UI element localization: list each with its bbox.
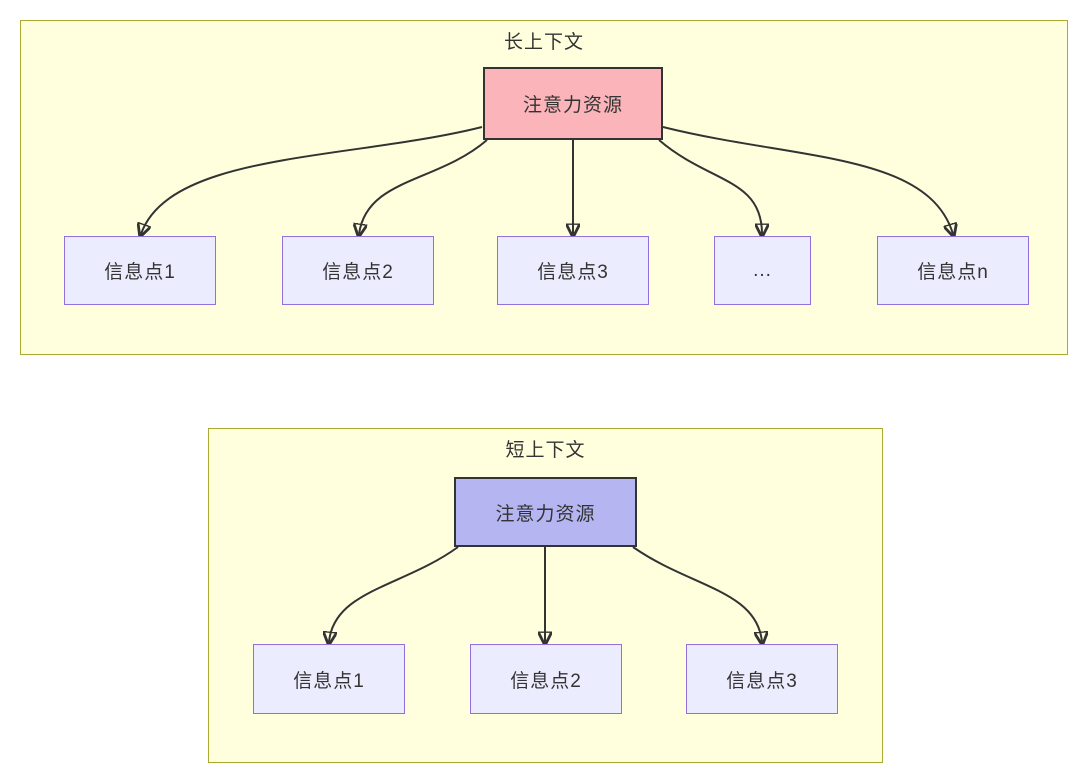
node-long-info-1: 信息点1: [64, 236, 216, 305]
node-long-info-ellipsis: ...: [714, 236, 811, 305]
node-short-info-1: 信息点1: [253, 644, 405, 714]
node-long-info-3: 信息点3: [497, 236, 649, 305]
node-short-info-3: 信息点3: [686, 644, 838, 714]
node-long-attention-resource: 注意力资源: [483, 67, 663, 140]
node-long-info-n: 信息点n: [877, 236, 1029, 305]
node-long-info-2: 信息点2: [282, 236, 434, 305]
cluster-short-context-title: 短上下文: [505, 440, 586, 461]
cluster-long-context-title: 长上下文: [503, 32, 584, 53]
node-short-attention-resource: 注意力资源: [454, 477, 637, 547]
node-short-info-2: 信息点2: [470, 644, 622, 714]
